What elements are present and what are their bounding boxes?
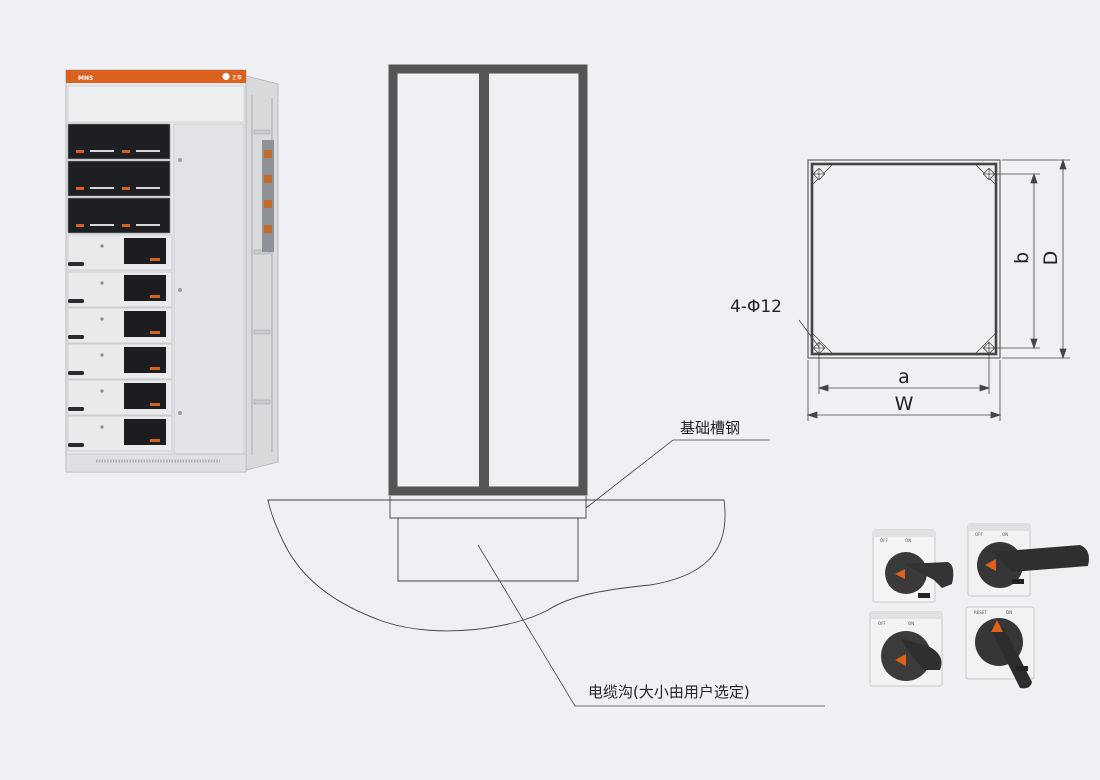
rotary-handle-3: OFF ON [869,611,943,687]
foundation-callout: 基础槽钢 [585,419,770,509]
side-terminal-block [262,140,274,252]
dimension-a-label: a [898,366,910,388]
foundation-channel-steel [389,496,587,519]
dimension-b [994,172,1040,350]
foundation-label: 基础槽钢 [680,419,740,437]
cabinet-badge: MNS [78,75,93,82]
base-plan-drawing: 4-Φ12 b D a [730,158,1070,421]
rotary-handles: OFF ON OFF ON OFF ON [869,523,1089,689]
hole-top-left [812,167,826,181]
dimension-W-label: W [895,393,914,415]
dark-drawer-modules [67,123,171,234]
switch-3-on-mark: ON [908,621,914,626]
ground-profile [267,499,726,632]
switch-3-off-mark: OFF [878,621,886,626]
dimension-D [1002,158,1070,360]
switch-2-off-mark: OFF [975,532,983,537]
switch-1-off-mark: OFF [880,538,888,543]
dimension-b-label: b [1011,252,1033,264]
rotary-handle-2: OFF ON [967,523,1089,597]
hole-top-right [982,167,996,181]
switch-4-reset-mark: RESET [974,610,987,615]
trench-callout: 电缆沟(大小由用户选定) [477,544,825,707]
cable-compartment-door [173,123,245,455]
rotary-handle-1: OFF ON [872,529,954,603]
holes-label: 4-Φ12 [730,297,782,317]
dimension-D-label: D [1040,251,1062,266]
foundation-and-trench [267,496,726,632]
light-drawer-modules [67,234,173,452]
switch-2-on-mark: ON [1002,532,1008,537]
switch-1-on-mark: ON [905,538,911,543]
cabinet-top-strip [66,70,246,83]
dimension-W [806,360,1002,421]
cabinet-illustration: MNS 正泰 [65,69,279,473]
rotary-handle-4: RESET ON [965,606,1035,689]
brand-logo-icon [222,72,230,81]
switch-4-on-mark: ON [1006,610,1012,615]
mounting-holes [812,167,996,355]
cabinet-elevation-drawing [388,64,588,496]
cable-trench [397,518,579,582]
cabinet-brand: 正泰 [232,74,242,81]
dimension-a [817,352,991,394]
trench-label: 电缆沟(大小由用户选定) [588,683,750,701]
